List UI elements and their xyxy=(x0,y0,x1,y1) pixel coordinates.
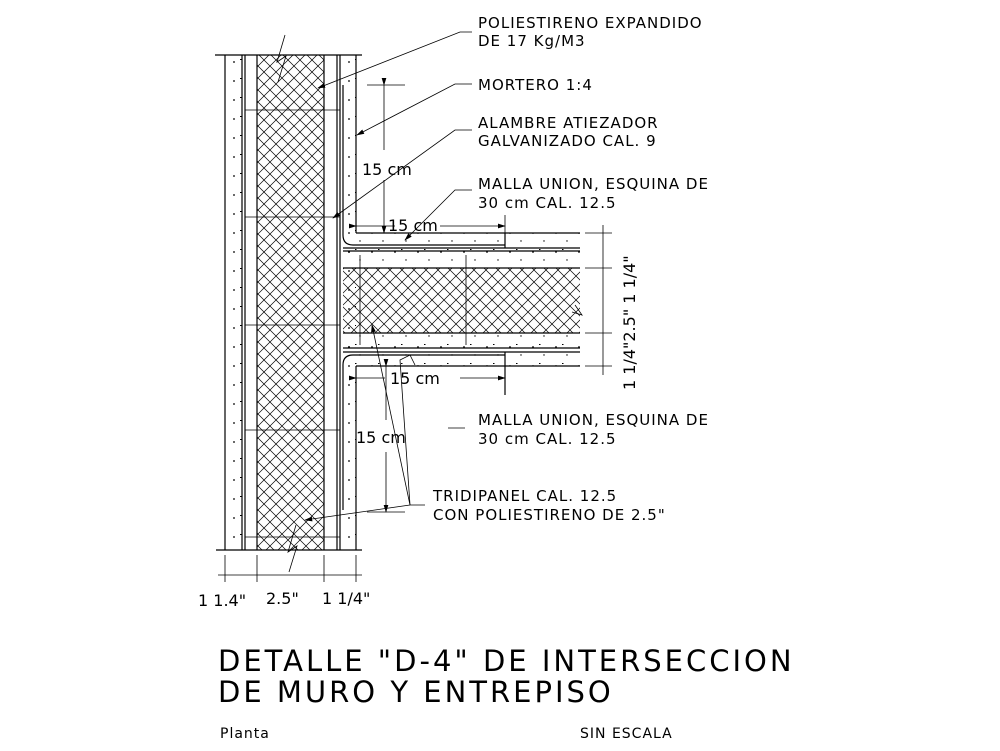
slab-section xyxy=(342,85,583,510)
label-malla-top-1: MALLA UNION, ESQUINA DE xyxy=(478,175,709,193)
wall-section xyxy=(215,34,362,573)
label-malla-bottom-1: MALLA UNION, ESQUINA DE xyxy=(478,411,709,429)
dim-wall-1: 1 1.4" xyxy=(198,591,246,610)
dim-horizontal-top: 15 cm xyxy=(388,216,438,235)
dim-horizontal-bottom: 15 cm xyxy=(390,369,440,388)
title-line-2: DE MURO Y ENTREPISO xyxy=(218,675,614,709)
label-poliestireno-1: POLIESTIRENO EXPANDIDO xyxy=(478,14,703,32)
dim-wall-2: 2.5" xyxy=(266,589,299,608)
label-tridipanel-2: CON POLIESTIRENO DE 2.5" xyxy=(433,506,666,524)
label-malla-bottom-2: 30 cm CAL. 12.5 xyxy=(478,430,617,448)
label-malla-top-2: 30 cm CAL. 12.5 xyxy=(478,194,617,212)
dim-vertical-bottom: 15 cm xyxy=(356,428,406,447)
dim-vertical-top: 15 cm xyxy=(362,160,412,179)
view-label: Planta xyxy=(220,726,270,742)
dimension-lines xyxy=(218,77,612,582)
scale-label: SIN ESCALA xyxy=(580,726,673,742)
leader-lines xyxy=(304,31,472,522)
dim-wall-3: 1 1/4" xyxy=(322,589,370,608)
label-poliestireno-2: DE 17 Kg/M3 xyxy=(478,32,586,50)
dim-slab-thickness: 1 1/4"2.5" 1 1/4" xyxy=(620,255,639,390)
label-tridipanel-1: TRIDIPANEL CAL. 12.5 xyxy=(432,487,617,505)
title-line-1: DETALLE "D-4" DE INTERSECCION xyxy=(218,644,795,678)
label-alambre-1: ALAMBRE ATIEZADOR xyxy=(478,114,659,132)
label-mortero: MORTERO 1:4 xyxy=(478,76,593,94)
label-alambre-2: GALVANIZADO CAL. 9 xyxy=(478,132,657,150)
